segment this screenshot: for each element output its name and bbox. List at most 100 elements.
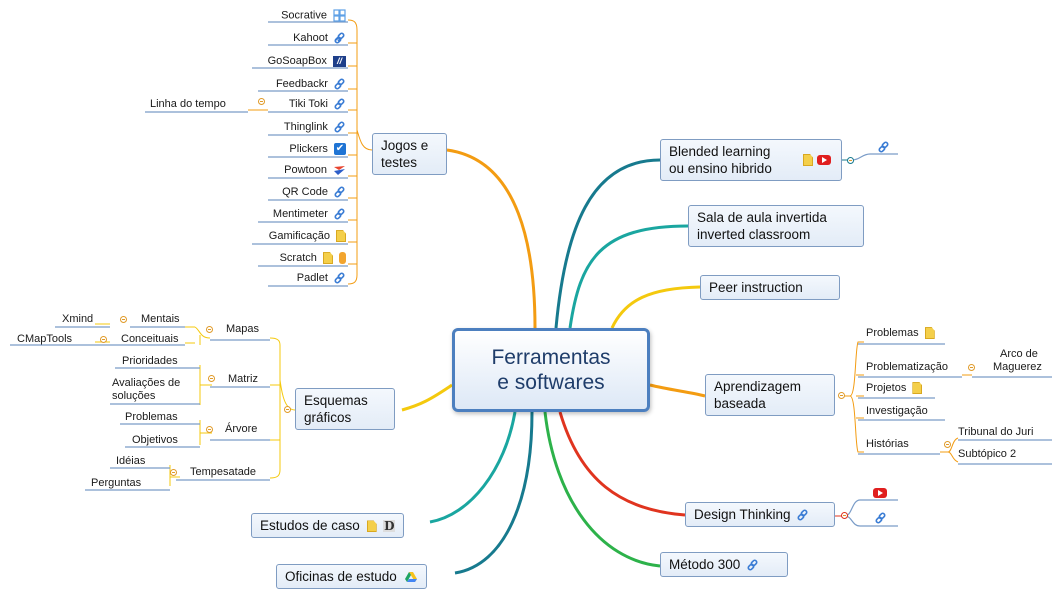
link-icon bbox=[747, 559, 758, 571]
leaf-label: Projetos bbox=[866, 382, 907, 394]
leaf-label: Feedbackr bbox=[275, 78, 328, 90]
central-topic-line1: Ferramentas bbox=[491, 346, 611, 369]
document-d-icon: D bbox=[383, 519, 396, 534]
topic-line1: Blended learning bbox=[669, 144, 771, 159]
leaf-label: Mapas bbox=[226, 323, 260, 335]
collapse-toggle-problematizacao[interactable] bbox=[968, 364, 975, 371]
leaf-plickers[interactable]: Plickers ✔ bbox=[240, 143, 346, 156]
leaf-label: GoSoapBox bbox=[267, 55, 327, 67]
leaf-label: Plickers bbox=[289, 143, 328, 155]
leaf-kahoot[interactable]: Kahoot bbox=[240, 32, 346, 45]
topic-peer-instruction[interactable]: Peer instruction bbox=[700, 275, 840, 300]
leaf-cmaptools[interactable]: CMapTools bbox=[17, 333, 72, 346]
leaf-xmind[interactable]: Xmind bbox=[62, 313, 93, 326]
leaf-socrative[interactable]: Socrative bbox=[240, 9, 346, 22]
leaf-arvore[interactable]: Árvore bbox=[225, 423, 257, 436]
topic-line2: inverted classroom bbox=[697, 227, 811, 242]
leaf-label: Prioridades bbox=[122, 355, 178, 367]
topic-jogos-line2: testes bbox=[381, 155, 418, 170]
topic-metodo-300[interactable]: Método 300 bbox=[660, 552, 788, 577]
topic-esquemas-graficos[interactable]: Esquemas gráficos bbox=[295, 388, 395, 430]
leaf-label: Tiki Toki bbox=[288, 98, 328, 110]
leaf-perguntas[interactable]: Perguntas bbox=[91, 477, 141, 490]
leaf-label: Problemas bbox=[125, 411, 178, 423]
scratch-icon bbox=[339, 252, 346, 265]
link-icon bbox=[334, 78, 345, 90]
link-icon bbox=[334, 272, 345, 284]
leaf-matriz[interactable]: Matriz bbox=[228, 373, 258, 386]
topic-jogos-line1: Jogos e bbox=[381, 138, 429, 153]
topic-sala-de-aula-invertida[interactable]: Sala de aula invertida inverted classroo… bbox=[688, 205, 864, 247]
leaf-problemas[interactable]: Problemas bbox=[125, 411, 178, 424]
topic-label: Estudos de caso bbox=[260, 518, 360, 533]
collapse-toggle-aprendizagem[interactable] bbox=[838, 392, 845, 399]
leaf-arco-de-maguerez[interactable]: Arco de Maguerez bbox=[993, 348, 1042, 374]
collapse-toggle-mapas[interactable] bbox=[206, 326, 213, 333]
leaf-investigacao[interactable]: Investigação bbox=[866, 405, 928, 418]
socrative-icon bbox=[333, 9, 346, 22]
leaf-mentais[interactable]: Mentais bbox=[141, 313, 180, 326]
leaf-scratch[interactable]: Scratch bbox=[230, 252, 346, 265]
leaf-mapas[interactable]: Mapas bbox=[226, 323, 259, 336]
leaf-prioridades[interactable]: Prioridades bbox=[122, 355, 178, 368]
leaf-label: Padlet bbox=[296, 272, 328, 284]
topic-esquemas-line2: gráficos bbox=[304, 410, 352, 425]
leaf-label-line1: Avaliações de bbox=[112, 377, 181, 389]
collapse-toggle-blended[interactable] bbox=[847, 157, 854, 164]
leaf-conceituais[interactable]: Conceituais bbox=[121, 333, 178, 346]
leaf-qr-code[interactable]: QR Code bbox=[240, 186, 346, 199]
leaf-powtoon[interactable]: Powtoon bbox=[240, 164, 346, 177]
leaf-label: Kahoot bbox=[293, 32, 328, 44]
leaf-gosoapbox[interactable]: GoSoapBox // bbox=[230, 55, 346, 68]
leaf-subtopico-2[interactable]: Subtópico 2 bbox=[958, 448, 1016, 461]
topic-jogos-e-testes[interactable]: Jogos e testes bbox=[372, 133, 447, 175]
collapse-toggle-historias[interactable] bbox=[944, 441, 951, 448]
topic-estudos-de-caso[interactable]: Estudos de caso D bbox=[251, 513, 405, 538]
youtube-icon[interactable] bbox=[873, 488, 887, 498]
note-icon bbox=[366, 520, 377, 533]
leaf-label: Gamificação bbox=[268, 230, 330, 242]
leaf-thinglink[interactable]: Thinglink bbox=[240, 121, 346, 134]
leaf-label: CMapTools bbox=[17, 333, 73, 345]
topic-design-thinking[interactable]: Design Thinking bbox=[685, 502, 835, 527]
leaf-label-line2: Maguerez bbox=[993, 361, 1042, 373]
collapse-toggle-conceituais[interactable] bbox=[100, 336, 107, 343]
leaf-projetos[interactable]: Projetos bbox=[866, 382, 923, 395]
leaf-tribunal-do-juri[interactable]: Tribunal do Juri bbox=[958, 426, 1033, 439]
leaf-gamificacao[interactable]: Gamificação bbox=[230, 230, 346, 243]
powtoon-icon bbox=[334, 165, 345, 175]
link-icon[interactable] bbox=[875, 512, 887, 524]
leaf-mentimeter[interactable]: Mentimeter bbox=[230, 208, 346, 221]
leaf-historias[interactable]: Histórias bbox=[866, 438, 909, 451]
topic-line1: Sala de aula invertida bbox=[697, 210, 827, 225]
collapse-toggle-tempestade[interactable] bbox=[170, 469, 177, 476]
leaf-label-line1: Arco de bbox=[1000, 348, 1038, 360]
leaf-ab-problemas[interactable]: Problemas bbox=[866, 327, 935, 340]
topic-oficinas-de-estudo[interactable]: Oficinas de estudo bbox=[276, 564, 427, 589]
collapse-toggle-tiki[interactable] bbox=[258, 98, 265, 105]
leaf-label: Scratch bbox=[279, 252, 317, 264]
topic-blended-learning[interactable]: Blended learning ou ensino hibrido bbox=[660, 139, 842, 181]
topic-line1: Aprendizagem bbox=[714, 379, 802, 394]
leaf-label: Matriz bbox=[228, 373, 258, 385]
collapse-toggle-arvore[interactable] bbox=[206, 426, 213, 433]
leaf-ideias[interactable]: Idéias bbox=[116, 455, 145, 468]
leaf-avaliacoes[interactable]: Avaliações de soluções bbox=[112, 377, 180, 403]
collapse-toggle-matriz[interactable] bbox=[208, 375, 215, 382]
note-icon bbox=[336, 230, 346, 243]
collapse-toggle-esquemas[interactable] bbox=[284, 406, 291, 413]
leaf-padlet[interactable]: Padlet bbox=[240, 272, 346, 285]
leaf-problematizacao[interactable]: Problematização bbox=[866, 361, 948, 374]
link-icon[interactable] bbox=[878, 141, 890, 153]
central-topic[interactable]: Ferramentas e softwares bbox=[452, 328, 650, 412]
leaf-tiki-toki[interactable]: Tiki Toki bbox=[240, 98, 346, 111]
topic-aprendizagem-baseada[interactable]: Aprendizagem baseada bbox=[705, 374, 835, 416]
checkbox-icon: ✔ bbox=[334, 143, 346, 156]
leaf-feedbackr[interactable]: Feedbackr bbox=[230, 78, 346, 91]
leaf-tempestade[interactable]: Tempesatade bbox=[190, 466, 256, 479]
collapse-toggle-design[interactable] bbox=[841, 512, 848, 519]
collapse-toggle-mentais[interactable] bbox=[120, 316, 127, 323]
leaf-linha-do-tempo[interactable]: Linha do tempo bbox=[150, 98, 226, 111]
leaf-objetivos[interactable]: Objetivos bbox=[132, 434, 178, 447]
